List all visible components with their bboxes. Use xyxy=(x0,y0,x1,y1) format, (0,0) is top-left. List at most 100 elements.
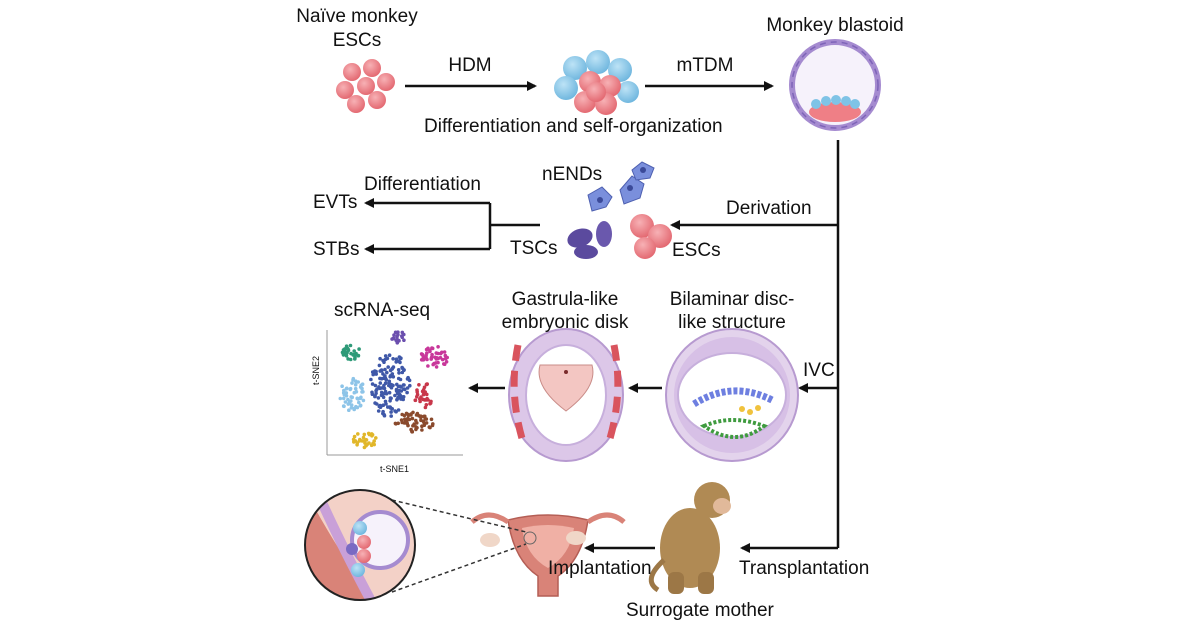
tsne-point xyxy=(422,421,426,425)
tsne-point xyxy=(401,383,406,387)
tsne-point xyxy=(379,368,384,372)
tsne-point xyxy=(420,428,424,432)
tsne-point xyxy=(401,395,406,399)
escs-label: ESCs xyxy=(672,240,721,261)
tsne-point xyxy=(343,347,347,351)
tsne-point xyxy=(410,430,414,434)
tsne-point xyxy=(397,359,401,364)
tsne-point xyxy=(355,405,360,410)
tsne-point xyxy=(388,405,393,410)
naive-esc-label-2: ESCs xyxy=(332,30,382,51)
tsne-point xyxy=(407,378,412,383)
tsne-point xyxy=(418,399,422,404)
tsne-point xyxy=(436,356,441,361)
tsne-point xyxy=(357,400,361,405)
tsne-point xyxy=(347,408,351,413)
tsne-point xyxy=(428,349,432,354)
tsne-point xyxy=(367,441,371,445)
tsne-point xyxy=(423,390,428,394)
tsne-point xyxy=(424,398,428,402)
tsne-point xyxy=(373,401,377,405)
tsne-point xyxy=(361,435,366,440)
tsne-point xyxy=(353,386,358,391)
tsne-point xyxy=(369,432,374,436)
scrna-seq-label: scRNA-seq xyxy=(334,300,431,321)
tsne-point xyxy=(376,396,381,400)
tsne-point xyxy=(378,381,383,385)
tsne-point xyxy=(345,386,349,391)
tsne-point xyxy=(400,365,404,370)
tsne-point xyxy=(352,434,357,439)
tsne-point xyxy=(349,395,354,399)
tsne-point xyxy=(351,353,355,357)
tsne-point xyxy=(353,382,358,387)
implantation-zoom-inset xyxy=(304,489,416,601)
evts-label: EVTs xyxy=(313,192,358,213)
tsne-point xyxy=(378,376,382,381)
tsne-point xyxy=(387,353,392,358)
tsne-point xyxy=(396,421,401,426)
tsne-point xyxy=(352,440,356,444)
tsne-point xyxy=(374,391,378,396)
tsne-point xyxy=(391,336,396,341)
tsne-point xyxy=(348,343,353,348)
tsne-point xyxy=(403,419,408,424)
tsne-point xyxy=(362,432,367,437)
tsne-point xyxy=(402,332,406,337)
tsne-point xyxy=(373,394,377,399)
tsne-point xyxy=(395,391,400,396)
tsne-point xyxy=(352,390,357,395)
tsne-point xyxy=(436,360,440,365)
tsne-point xyxy=(430,352,434,357)
tsne-point xyxy=(395,341,400,345)
tsne-point xyxy=(426,364,430,368)
tsne-point xyxy=(389,414,394,418)
tsne-point xyxy=(381,411,385,416)
tsne-point xyxy=(372,439,377,443)
tsne-point xyxy=(344,394,349,398)
tsne-point xyxy=(433,355,438,360)
tsne-point xyxy=(384,391,389,396)
tsne-point xyxy=(375,387,379,391)
tsne-point xyxy=(434,351,439,355)
tsne-point xyxy=(383,367,387,372)
tsne-point xyxy=(423,417,428,421)
tsne1-label: t-SNE1 xyxy=(380,464,410,474)
tsne-point xyxy=(391,375,396,379)
tsne-point xyxy=(352,406,357,411)
naive-esc-label-1: Naïve monkey xyxy=(296,6,418,27)
tsne-point xyxy=(364,438,369,442)
tsne-point xyxy=(415,392,420,397)
tsne-point xyxy=(348,357,353,362)
tsne-point xyxy=(356,353,361,358)
tsne-point xyxy=(383,374,387,378)
tsne-point xyxy=(378,386,383,391)
tsne-point xyxy=(341,396,346,401)
esc-cells xyxy=(630,214,672,259)
tsne-point xyxy=(405,386,410,390)
differentiation-label: Differentiation xyxy=(364,174,481,195)
zoom-line-top xyxy=(391,499,527,533)
tsne-point xyxy=(401,397,406,402)
tsne-point xyxy=(397,371,401,375)
tsne-point xyxy=(405,390,409,395)
implantation-label: Implantation xyxy=(548,558,652,579)
tsne-point xyxy=(415,388,419,392)
mixed-cell-aggregate xyxy=(554,50,639,115)
tsne-point xyxy=(424,382,429,387)
tsne-point xyxy=(374,436,378,440)
tsne-point xyxy=(385,356,390,361)
tsne-point xyxy=(359,395,363,400)
tsne-point xyxy=(354,351,358,356)
tsne-point xyxy=(338,396,343,401)
tscs-label: TSCs xyxy=(510,238,558,259)
tsne-point xyxy=(345,350,349,355)
tsne-point xyxy=(342,404,346,409)
tsne-point xyxy=(357,439,362,443)
tsne-point xyxy=(443,353,448,358)
tsne-point xyxy=(386,365,391,369)
tsne-point xyxy=(430,346,435,351)
monkey-blastoid xyxy=(789,39,881,131)
